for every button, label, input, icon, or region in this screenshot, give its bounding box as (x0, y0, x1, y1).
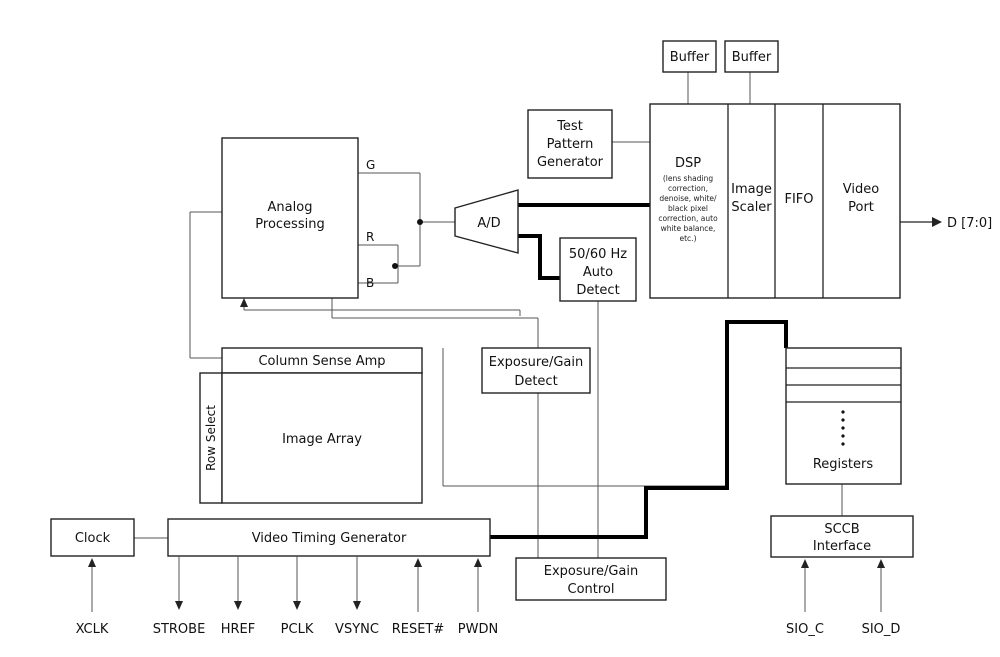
fifo-block: FIFO (784, 192, 813, 207)
svg-text:STROBE: STROBE (153, 622, 206, 637)
junction-dot (417, 219, 423, 225)
analog-processing-block: Analog Processing G R B (221, 137, 375, 299)
svg-text:Buffer: Buffer (670, 50, 710, 65)
arrow-up-icon (240, 298, 248, 307)
arrow-down-icon (175, 601, 183, 610)
svg-text:Control: Control (568, 582, 615, 597)
svg-text:SIO_D: SIO_D (862, 622, 901, 637)
svg-text:Processing: Processing (255, 217, 324, 232)
video-port-block: Video Port (843, 182, 879, 215)
svg-text:Pattern: Pattern (547, 137, 594, 152)
test-pattern-generator-block: Test Pattern Generator (527, 109, 613, 179)
svg-text:Video: Video (843, 182, 879, 197)
svg-text:FIFO: FIFO (784, 192, 813, 207)
svg-text:correction, auto: correction, auto (658, 214, 718, 223)
pin-sio-c: SIO_C (786, 559, 824, 637)
svg-text:Port: Port (848, 200, 874, 215)
svg-text:Clock: Clock (75, 531, 111, 546)
arrow-up-icon (801, 559, 809, 568)
svg-text:50/60 Hz: 50/60 Hz (569, 247, 627, 262)
svg-text:Generator: Generator (537, 155, 604, 170)
arrow-down-icon (234, 601, 242, 610)
channel-r-label: R (366, 230, 374, 244)
exposure-gain-detect-block: Exposure/Gain Detect (481, 347, 591, 394)
svg-text:white balance,: white balance, (661, 224, 716, 233)
svg-text:Registers: Registers (813, 457, 874, 472)
pin-reset: RESET# (392, 558, 445, 637)
image-array-block: Image Array (221, 372, 423, 504)
svg-text:SIO_C: SIO_C (786, 622, 824, 637)
arrow-down-icon (293, 601, 301, 610)
image-scaler-block: Image Scaler (731, 182, 772, 215)
svg-text:Exposure/Gain: Exposure/Gain (544, 564, 638, 579)
data-bus-lines (490, 203, 788, 539)
junction-dot (392, 263, 398, 269)
arrow-up-icon (877, 559, 885, 568)
data-output: D [7:0] (900, 216, 992, 231)
buffer-block-1: Buffer (662, 40, 717, 73)
sccb-interface-block: SCCB Interface (770, 515, 914, 558)
column-sense-amp-block: Column Sense Amp (221, 347, 423, 374)
svg-text:Detect: Detect (576, 283, 619, 298)
svg-text:Analog: Analog (268, 200, 313, 215)
svg-text:PCLK: PCLK (281, 622, 314, 637)
svg-text:(lens shading: (lens shading (663, 174, 714, 183)
svg-text:Exposure/Gain: Exposure/Gain (489, 355, 583, 370)
svg-text:Scaler: Scaler (731, 200, 772, 215)
buffer-block-2: Buffer (724, 40, 779, 73)
svg-text:Image: Image (731, 182, 772, 197)
channel-g-label: G (366, 158, 375, 172)
svg-text:D [7:0]: D [7:0] (947, 216, 992, 231)
arrow-right-icon (932, 217, 942, 227)
exposure-gain-control-block: Exposure/Gain Control (515, 557, 667, 601)
registers-block: Registers (785, 347, 902, 485)
pin-vsync: VSYNC (335, 556, 379, 637)
svg-text:Test: Test (556, 119, 583, 134)
svg-text:Video Timing Generator: Video Timing Generator (252, 531, 407, 546)
svg-text:PWDN: PWDN (458, 622, 498, 637)
svg-text:correction,: correction, (668, 184, 708, 193)
dsp-pipeline-group: DSP (lens shading correction, denoise, w… (649, 103, 901, 299)
dsp-block: DSP (lens shading correction, denoise, w… (658, 156, 718, 243)
svg-text:DSP: DSP (675, 156, 701, 171)
svg-text:black pixel: black pixel (668, 204, 708, 213)
svg-text:Buffer: Buffer (732, 50, 772, 65)
arrow-up-icon (474, 558, 482, 567)
channel-b-label: B (366, 276, 374, 290)
pin-pclk: PCLK (281, 556, 314, 637)
pin-sio-d: SIO_D (862, 559, 901, 637)
svg-text:etc.): etc.) (680, 234, 697, 243)
svg-text:XCLK: XCLK (76, 622, 109, 637)
svg-text:Row Select: Row Select (204, 405, 218, 471)
row-select-block: Row Select (199, 372, 223, 504)
ad-converter-block: A/D (454, 189, 519, 254)
ellipsis-dots (841, 410, 845, 446)
arrow-up-icon (88, 558, 96, 567)
svg-text:Image Array: Image Array (282, 432, 362, 447)
arrow-up-icon (414, 558, 422, 567)
clock-block: Clock (50, 518, 135, 557)
pin-strobe: STROBE (153, 556, 206, 637)
svg-text:Detect: Detect (514, 374, 557, 389)
svg-text:A/D: A/D (477, 216, 500, 231)
video-timing-generator-block: Video Timing Generator (167, 518, 491, 557)
pin-pwdn: PWDN (458, 558, 498, 637)
svg-text:denoise, white/: denoise, white/ (659, 194, 717, 203)
auto-detect-block: 50/60 Hz Auto Detect (559, 237, 637, 302)
svg-text:HREF: HREF (221, 622, 256, 637)
arrow-down-icon (353, 601, 361, 610)
svg-text:RESET#: RESET# (392, 622, 445, 637)
svg-text:SCCB: SCCB (824, 522, 859, 537)
svg-text:Auto: Auto (583, 265, 613, 280)
svg-text:Column Sense Amp: Column Sense Amp (258, 354, 385, 369)
pin-xclk: XCLK (76, 558, 109, 637)
svg-text:VSYNC: VSYNC (335, 622, 379, 637)
svg-text:Interface: Interface (813, 539, 871, 554)
pin-href: HREF (221, 556, 256, 637)
